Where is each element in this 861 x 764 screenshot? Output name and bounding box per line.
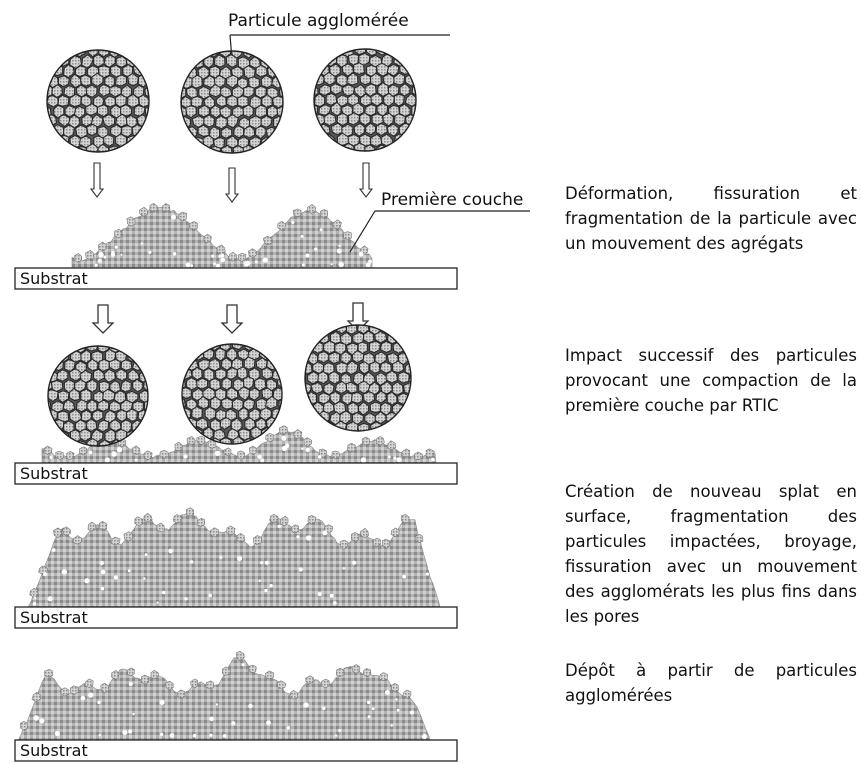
- first-layer-leader: [349, 210, 380, 253]
- particle-1: [46, 49, 150, 153]
- step-4-description: Dépôt à partir de particules agglomérées: [565, 661, 857, 705]
- stage-1-arrow-1: [89, 162, 105, 198]
- step-2-description: Impact successif des particules provocan…: [565, 346, 857, 415]
- substrate-2: [14, 462, 458, 485]
- substrate-1: [14, 267, 458, 290]
- stage-1-deposit: [71, 202, 373, 269]
- stage-3-deposit: [27, 507, 441, 608]
- agglomerated-particle-label: Particule agglomérée: [228, 11, 409, 31]
- stage-3-deposit-layer: [27, 507, 441, 608]
- stage-1-arrows: [89, 162, 374, 203]
- substrate-2-label: Substrat: [20, 464, 88, 483]
- stage-1-particles: [46, 48, 417, 154]
- particle-5: [181, 343, 283, 445]
- particle-4: [47, 345, 149, 447]
- stage-2-arrow-1: [91, 304, 115, 334]
- stage-4-deposit-layer: [17, 650, 431, 742]
- first-layer-label: Première couche: [381, 190, 523, 210]
- substrate-4: [14, 739, 458, 762]
- stage-2-particles: [47, 324, 412, 447]
- step-1-description: Déformation, fissuration et fragmentatio…: [565, 184, 857, 253]
- particle-6: [304, 324, 412, 432]
- particle-2: [180, 50, 284, 154]
- stage-2-arrows: [91, 302, 370, 334]
- particle-3: [313, 48, 417, 152]
- stage-2-arrow-2: [220, 304, 244, 334]
- step-3-description: Création de nouveau splat en surface, fr…: [565, 482, 857, 626]
- substrate-4-label: Substrat: [20, 741, 88, 760]
- stage-1-arrow-2: [224, 167, 240, 203]
- stage-4-deposit: [17, 650, 431, 742]
- first-layer-deposit: [71, 202, 373, 269]
- substrate-1-label: Substrat: [20, 269, 88, 288]
- stage-1-arrow-3: [358, 162, 374, 198]
- substrate-3-label: Substrat: [20, 608, 88, 627]
- substrate-3: [14, 606, 458, 629]
